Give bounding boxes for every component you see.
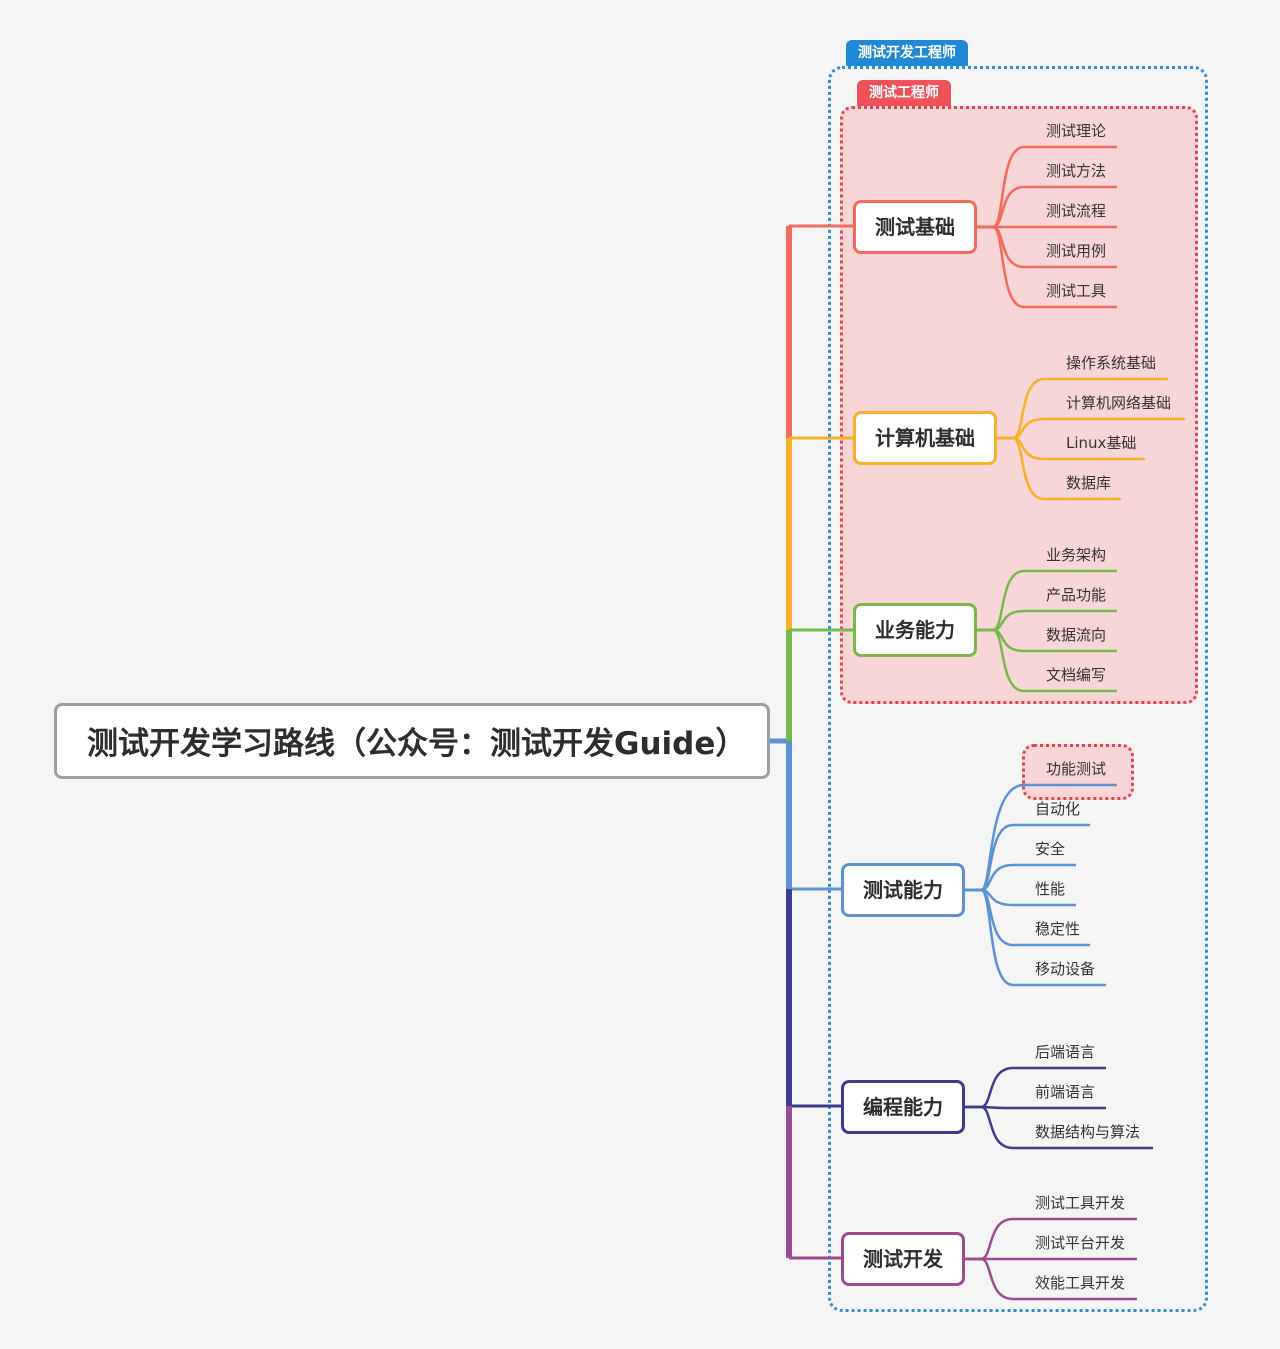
branch-node-basics[interactable]: 测试基础 [853,200,977,254]
leaf-computer-2[interactable]: Linux基础 [1066,434,1137,452]
functional-test-highlight [1022,744,1134,800]
test-dev-engineer-frame [828,66,1208,1312]
leaf-programming-1[interactable]: 前端语言 [1035,1083,1096,1101]
leaf-basics-0[interactable]: 测试理论 [1046,122,1107,140]
leaf-devdev-1[interactable]: 测试平台开发 [1035,1234,1126,1252]
branch-node-computer[interactable]: 计算机基础 [853,411,997,465]
leaf-connector-programming-1 [965,1105,1106,1110]
leaf-computer-3[interactable]: 数据库 [1066,474,1112,492]
branch-node-business[interactable]: 业务能力 [853,603,977,657]
branch-node-devdev[interactable]: 测试开发 [841,1232,965,1286]
test-engineer-tag: 测试工程师 [857,80,951,106]
leaf-basics-3[interactable]: 测试用例 [1046,242,1107,260]
leaf-testing-2[interactable]: 安全 [1035,840,1066,858]
leaf-basics-2[interactable]: 测试流程 [1046,202,1107,220]
leaf-connector-business-3 [977,628,1117,693]
leaf-business-2[interactable]: 数据流向 [1046,626,1107,644]
leaf-programming-0[interactable]: 后端语言 [1035,1043,1096,1061]
branch-node-testing[interactable]: 测试能力 [841,863,965,917]
root-topic[interactable]: 测试开发学习路线（公众号：测试开发Guide） [54,703,770,779]
leaf-computer-1[interactable]: 计算机网络基础 [1066,394,1172,412]
leaf-connector-programming-2 [965,1105,1153,1150]
branch-node-programming[interactable]: 编程能力 [841,1080,965,1134]
leaf-testing-1[interactable]: 自动化 [1035,800,1081,818]
leaf-connector-computer-3 [997,436,1121,501]
leaf-connector-devdev-2 [965,1257,1137,1301]
leaf-devdev-0[interactable]: 测试工具开发 [1035,1194,1126,1212]
test-dev-engineer-tag: 测试开发工程师 [846,40,968,66]
leaf-basics-1[interactable]: 测试方法 [1046,162,1107,180]
leaf-testing-3[interactable]: 性能 [1035,880,1066,898]
leaf-devdev-2[interactable]: 效能工具开发 [1035,1274,1126,1292]
leaf-testing-0[interactable]: 功能测试 [1046,760,1107,778]
leaf-testing-4[interactable]: 稳定性 [1035,920,1081,938]
leaf-business-1[interactable]: 产品功能 [1046,586,1107,604]
leaf-business-3[interactable]: 文档编写 [1046,666,1107,684]
leaf-basics-4[interactable]: 测试工具 [1046,282,1107,300]
leaf-connector-testing-5 [965,888,1106,987]
leaf-business-0[interactable]: 业务架构 [1046,546,1107,564]
leaf-connector-testing-1 [965,823,1090,892]
leaf-programming-2[interactable]: 数据结构与算法 [1035,1123,1141,1141]
leaf-computer-0[interactable]: 操作系统基础 [1066,354,1157,372]
leaf-connector-basics-4 [977,225,1117,309]
leaf-testing-5[interactable]: 移动设备 [1035,960,1096,978]
